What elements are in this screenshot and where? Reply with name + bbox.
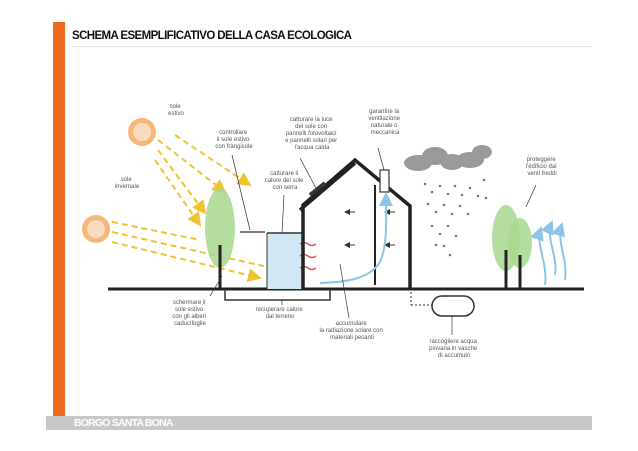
winter-sun-rays bbox=[111, 221, 292, 282]
footer-title: BORGO SANTA BONA bbox=[74, 417, 173, 429]
ventilation-duct bbox=[379, 169, 390, 193]
label-ventilazione: garantire la ventilazione naturale o mec… bbox=[368, 109, 401, 136]
right-trees bbox=[492, 205, 532, 289]
raindrops bbox=[423, 178, 488, 257]
cold-wind-arrows bbox=[530, 220, 567, 286]
label-recuperare: recuperare calore dal terreno bbox=[256, 307, 305, 320]
label-catturare-calore: catturare il calore del sole con serra bbox=[265, 171, 305, 191]
interior-heat-arrows bbox=[344, 209, 395, 248]
label-sole-estivo: sole estivo bbox=[168, 104, 184, 117]
solar-panel bbox=[308, 181, 327, 197]
label-controllare-sole: controllare il sole estivo con frangisol… bbox=[215, 130, 253, 150]
accent-bar bbox=[53, 22, 65, 430]
label-raccogliere: raccogliere acqua piovana in vasche di a… bbox=[429, 339, 479, 359]
rainwater-tank bbox=[431, 295, 475, 317]
label-sole-invernale: sole invernale bbox=[115, 177, 140, 190]
house bbox=[298, 157, 412, 289]
ventilation-airflow bbox=[319, 192, 394, 284]
label-catturare-luce: catturare la luce del sole con pannelli … bbox=[285, 117, 339, 151]
title-divider bbox=[72, 46, 592, 47]
left-tree bbox=[205, 188, 235, 289]
ground-heat-pipe bbox=[224, 289, 331, 301]
label-accumulare: accumulare la radiazione solare con mate… bbox=[319, 321, 384, 341]
greenhouse bbox=[267, 233, 303, 289]
page-title: SCHEMA ESEMPLIFICATIVO DELLA CASA ECOLOG… bbox=[72, 30, 352, 42]
rain-cloud-icon bbox=[404, 145, 492, 171]
winter-sun-icon bbox=[82, 215, 110, 243]
summer-sun-icon bbox=[128, 118, 156, 146]
leader-lines bbox=[209, 147, 537, 335]
label-schermare: schermare il sole estivo con gli alberi … bbox=[172, 300, 207, 327]
footer-bar bbox=[46, 416, 592, 430]
label-proteggere: proteggere l'edificio dai venti freddi bbox=[526, 157, 559, 177]
